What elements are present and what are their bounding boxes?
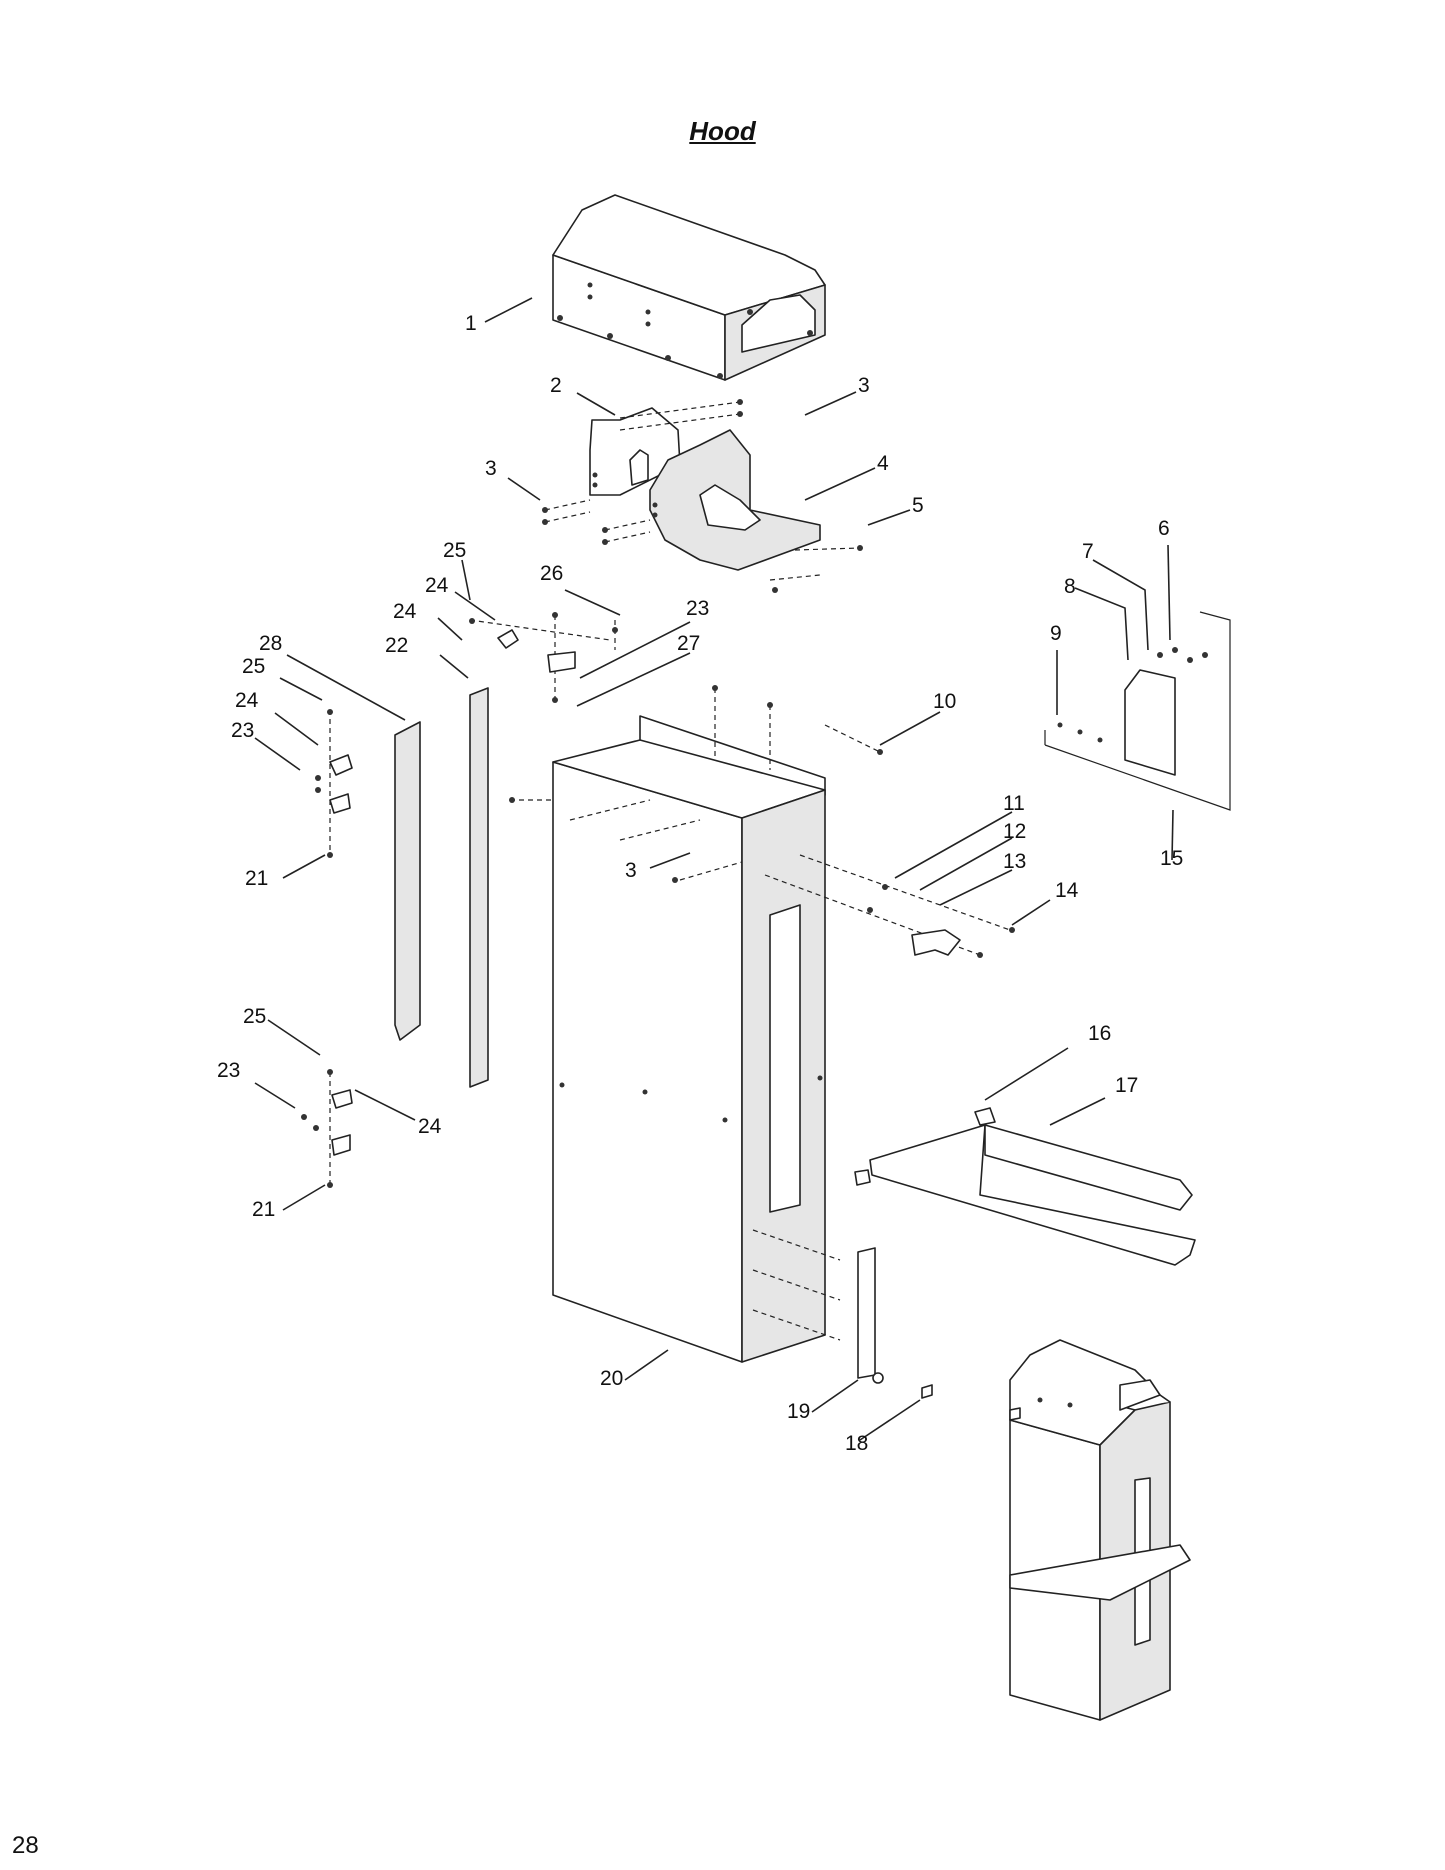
side-plate [589, 407, 681, 496]
callout-label: 26 [540, 562, 563, 585]
callout-label: 24 [235, 689, 259, 712]
assembled-view [1009, 1339, 1191, 1721]
callout-label: 22 [385, 634, 408, 657]
callout-label: 24 [393, 600, 417, 623]
hood-top-cover [552, 194, 826, 381]
base-frame [854, 1107, 1196, 1266]
callout-label: 14 [1055, 879, 1079, 902]
handle-assembly [764, 854, 1015, 958]
left-hardware-upper [315, 709, 353, 858]
callout-label: 4 [877, 452, 889, 475]
strip-panel [469, 687, 489, 1088]
callout-label: 21 [245, 867, 268, 890]
callout-label: 3 [485, 457, 497, 480]
callout-label: 19 [787, 1400, 810, 1423]
left-side-panel [394, 721, 421, 1041]
callout-label: 25 [242, 655, 265, 678]
callout-label: 23 [231, 719, 254, 742]
callout-label: 23 [217, 1059, 240, 1082]
callout-label: 28 [259, 632, 282, 655]
callout-label: 17 [1115, 1074, 1138, 1097]
callout-label: 3 [625, 859, 637, 882]
callout-label: 15 [1160, 847, 1183, 870]
callout-label: 18 [845, 1432, 868, 1455]
callout-label: 27 [677, 632, 700, 655]
callout-label: 24 [425, 574, 449, 597]
callout-label: 9 [1050, 622, 1062, 645]
page-title: Hood [689, 116, 756, 146]
page-number: 28 [12, 1832, 39, 1859]
callout-label: 25 [243, 1005, 266, 1028]
callout-label: 23 [686, 597, 709, 620]
callout-labels: 1 2 3 3 4 5 6 7 8 9 25 26 24 23 24 27 22… [217, 312, 1183, 1455]
left-hardware-lower [301, 1069, 353, 1188]
callout-label: 24 [418, 1115, 442, 1138]
callout-label: 1 [465, 312, 477, 335]
leg-post [752, 1229, 933, 1399]
callout-label: 10 [933, 690, 956, 713]
callout-label: 20 [600, 1367, 623, 1390]
callout-label: 8 [1064, 575, 1076, 598]
callout-label: 7 [1082, 540, 1094, 563]
callout-label: 2 [550, 374, 562, 397]
callout-label: 12 [1003, 820, 1026, 843]
callout-label: 5 [912, 494, 924, 517]
callout-label: 13 [1003, 850, 1026, 873]
bracket [649, 429, 821, 571]
hardware-screws-3 [542, 399, 863, 593]
main-cabinet [509, 739, 826, 1363]
decal-panel [1044, 611, 1231, 811]
callout-label: 3 [858, 374, 870, 397]
callout-label: 6 [1158, 517, 1170, 540]
hinge-group-upper [469, 612, 618, 703]
callout-label: 16 [1088, 1022, 1111, 1045]
callout-label: 11 [1003, 792, 1025, 815]
callout-label: 25 [443, 539, 466, 562]
callout-label: 21 [252, 1198, 275, 1221]
leader-lines [254, 297, 1174, 1441]
